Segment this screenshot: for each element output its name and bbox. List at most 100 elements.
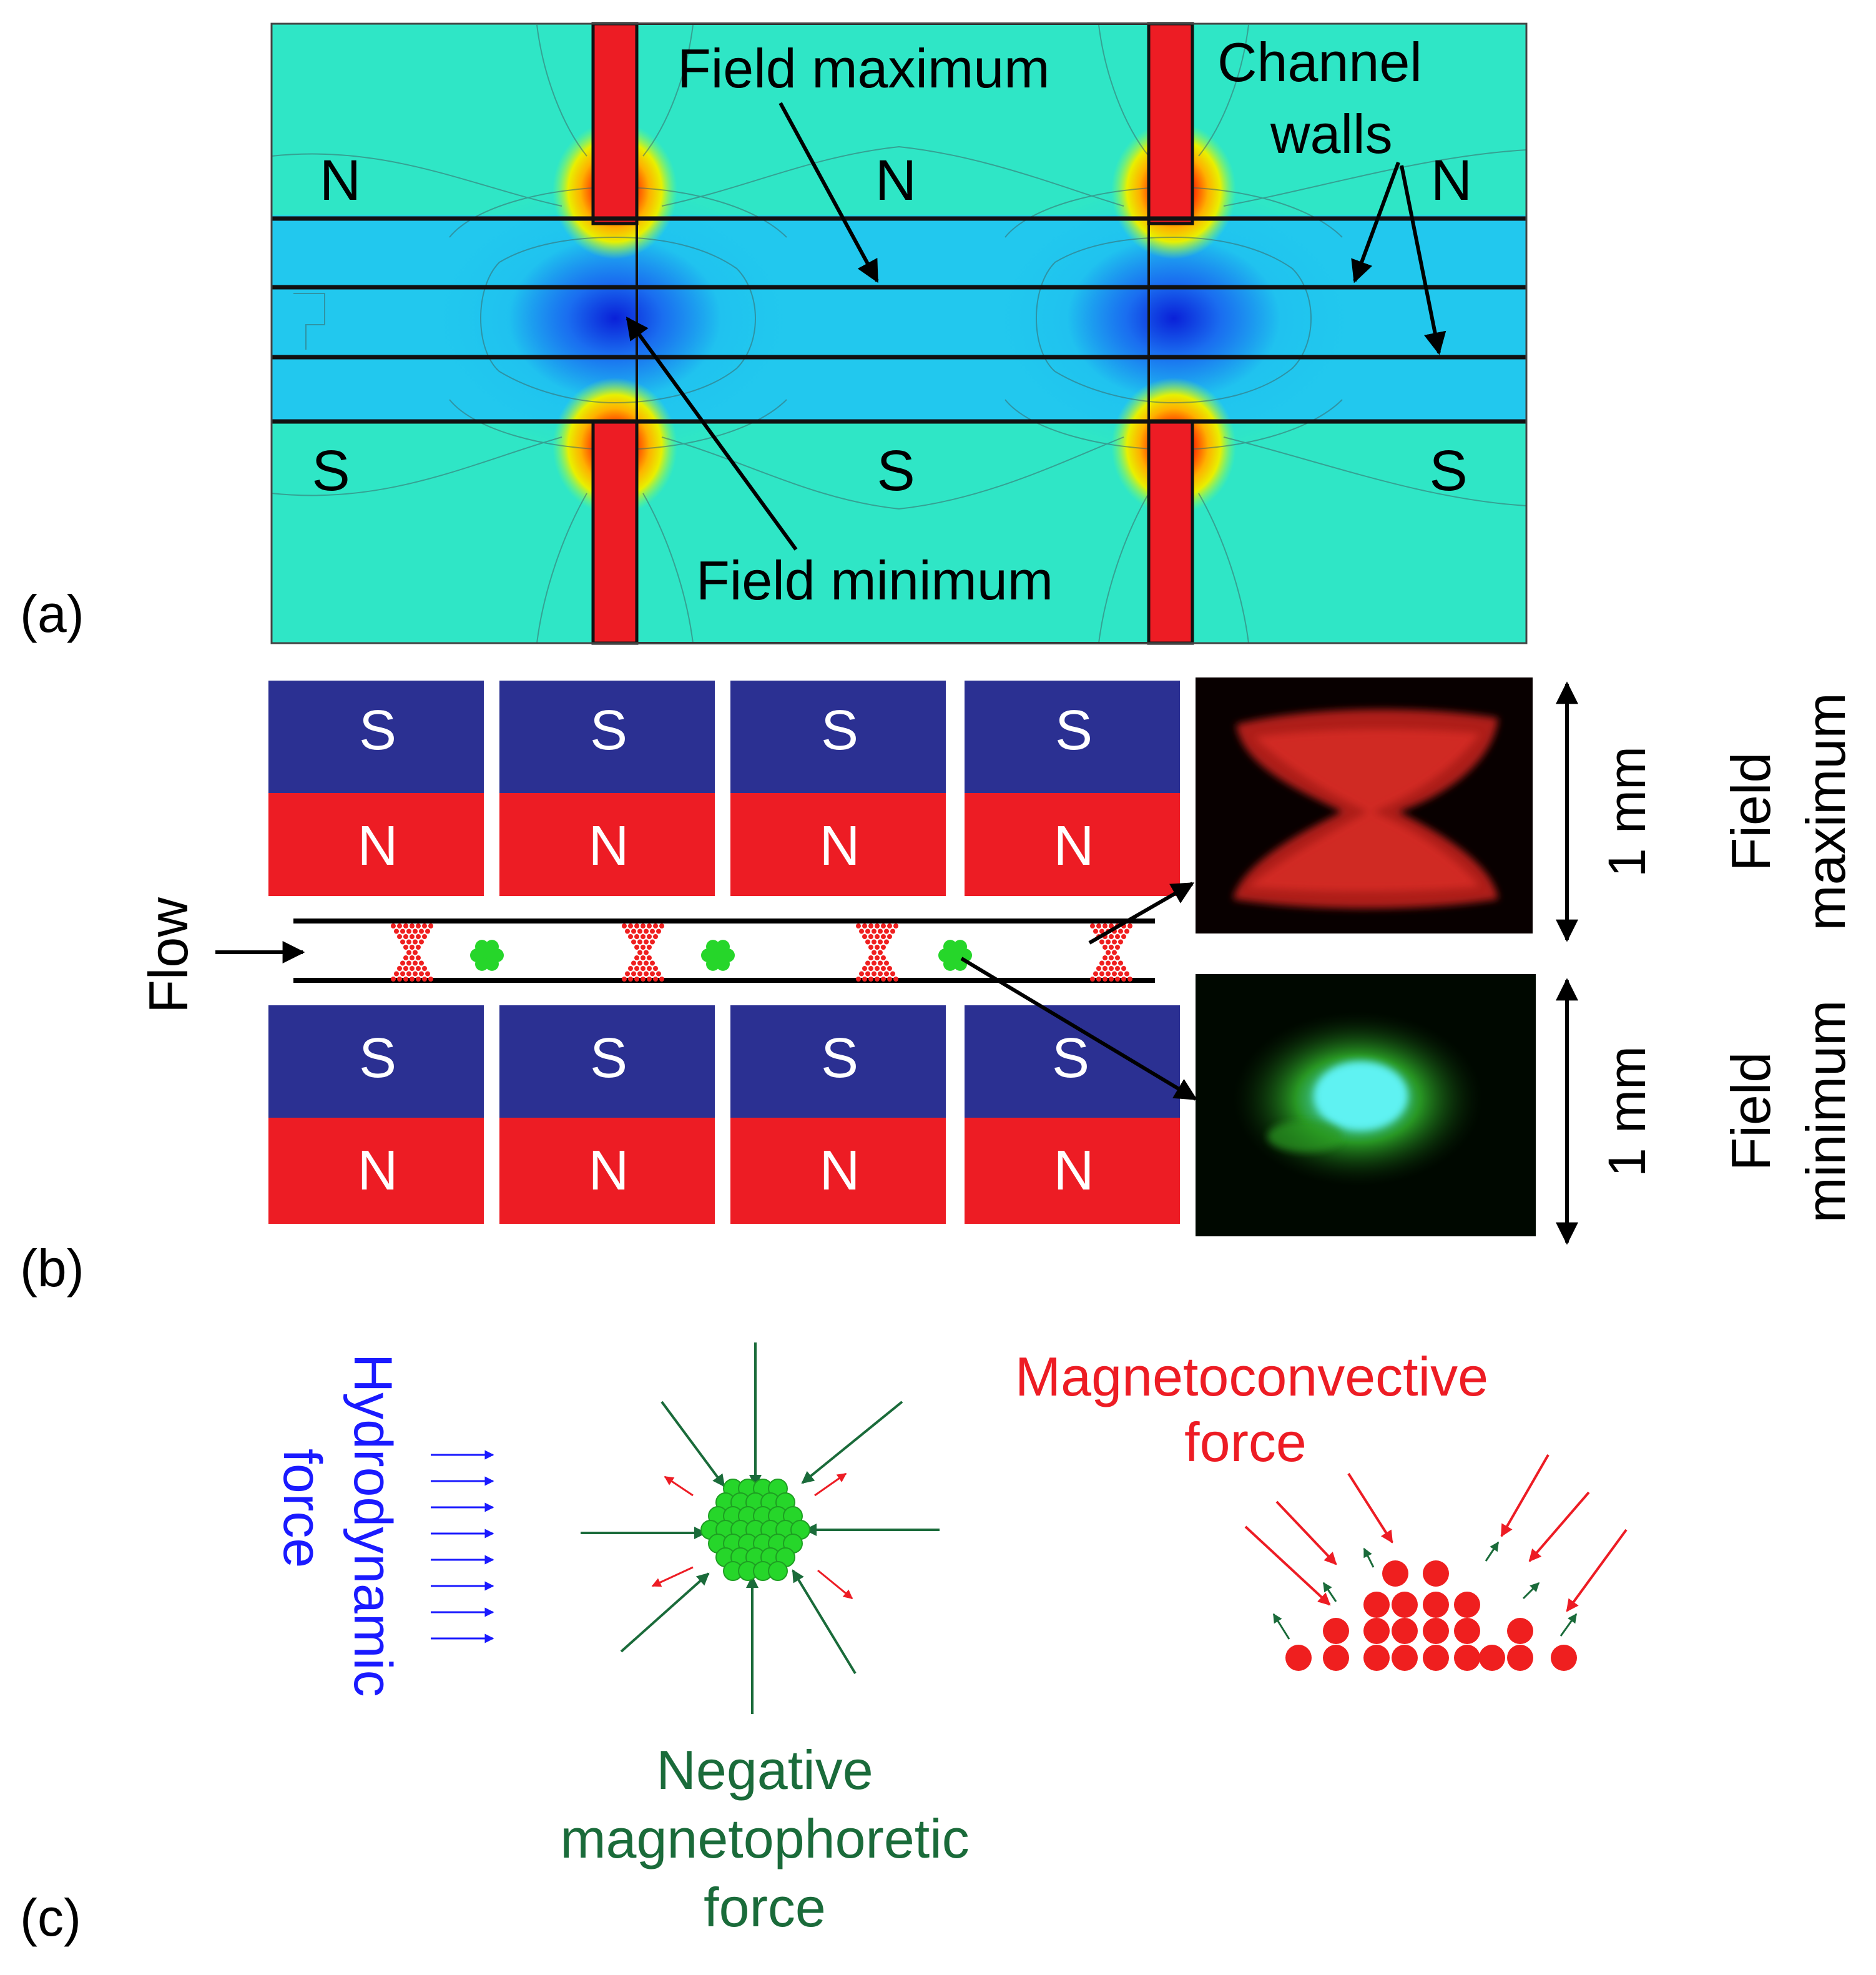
red-bead <box>878 928 883 934</box>
red-bead <box>416 955 421 960</box>
red-bead <box>397 977 402 982</box>
red-bead <box>400 928 405 934</box>
pole-label-n1: N <box>320 149 361 212</box>
red-bead <box>410 966 415 971</box>
outward-arrow <box>814 1472 847 1497</box>
magnet-label-n: N <box>358 1140 398 1202</box>
field-maximum-label: Field maximum <box>677 37 1050 99</box>
magnet-label-s: S <box>359 1027 396 1090</box>
red-bead <box>637 950 642 955</box>
red-bead <box>416 977 421 982</box>
green-bead-cluster <box>700 1479 810 1581</box>
red-bead <box>422 934 427 939</box>
red-bead <box>403 923 408 928</box>
red-bead <box>634 977 639 982</box>
red-bead <box>1103 955 1107 960</box>
panel-a-letter: (a) <box>20 584 84 643</box>
red-bead <box>884 939 889 945</box>
green-bead-clusters <box>470 940 972 971</box>
red-bead <box>868 934 873 939</box>
red-bead <box>400 960 405 966</box>
negative-force-arrow <box>801 1401 903 1484</box>
red-bead <box>644 950 649 955</box>
red-bead <box>413 950 418 955</box>
red-bead <box>659 923 664 928</box>
red-bead <box>1096 977 1101 982</box>
red-bead <box>634 923 639 928</box>
magnet-label-n: N <box>820 1140 860 1202</box>
red-bead <box>1392 1618 1418 1644</box>
red-bead <box>1423 1560 1449 1587</box>
small-green-arrows <box>1272 1541 1578 1640</box>
hydrodynamic-label: Hydrodynamic <box>343 1354 403 1697</box>
red-bead <box>419 939 424 945</box>
red-bead <box>647 955 652 960</box>
red-bead <box>631 971 636 977</box>
magnetoconvective-arrow <box>1566 1529 1628 1612</box>
magnet-label-s: S <box>359 699 396 762</box>
red-bead <box>868 966 873 971</box>
red-bead <box>1118 939 1123 945</box>
red-bead <box>893 977 898 982</box>
red-bead <box>653 966 658 971</box>
magnet-south <box>268 681 484 793</box>
red-bead <box>881 923 886 928</box>
red-bead <box>872 971 877 977</box>
pole-piece <box>591 420 639 645</box>
red-bead <box>1323 1645 1349 1671</box>
red-bead <box>1121 977 1126 982</box>
red-bead <box>887 966 892 971</box>
red-bead <box>887 934 892 939</box>
magnet-south <box>730 1005 946 1118</box>
negative-force-arrows <box>581 1342 940 1714</box>
magnet-north <box>268 1118 484 1224</box>
red-bead <box>1109 966 1114 971</box>
red-bead <box>881 966 886 971</box>
green-bead <box>953 940 967 954</box>
red-bead <box>890 928 895 934</box>
panel-c: Hydrodynamic force Negative magnetophore… <box>20 1342 1628 1947</box>
red-bead <box>865 971 870 977</box>
magnet-label-n: N <box>589 1140 629 1202</box>
red-bead <box>406 939 411 945</box>
red-bead <box>653 934 658 939</box>
red-bead <box>1112 960 1117 966</box>
negative-force-arrow <box>661 1401 725 1487</box>
field-minimum-spot-right <box>1068 237 1280 400</box>
field-minimum-label: Field minimum <box>696 549 1053 611</box>
red-bead <box>653 977 658 982</box>
red-bead <box>637 960 642 966</box>
red-bead <box>634 934 639 939</box>
red-bead <box>890 971 895 977</box>
green-bead <box>716 957 730 971</box>
magnet-label-n: N <box>589 815 629 877</box>
panel-b-letter: (b) <box>20 1239 84 1298</box>
red-bead <box>641 977 646 982</box>
red-bead <box>1112 950 1117 955</box>
red-bead <box>650 960 655 966</box>
red-bead <box>1127 923 1132 928</box>
red-bead <box>884 971 889 977</box>
red-bead <box>631 960 636 966</box>
red-bead <box>631 939 636 945</box>
red-bead <box>628 966 633 971</box>
red-bead <box>887 977 892 982</box>
magnet-north <box>499 793 715 896</box>
outward-arrow <box>651 1566 694 1587</box>
red-bead <box>647 934 652 939</box>
red-bead <box>878 971 883 977</box>
red-bead <box>1115 945 1120 950</box>
red-bead <box>422 923 427 928</box>
red-bead <box>637 939 642 945</box>
red-bead <box>647 977 652 982</box>
red-bead <box>419 960 424 966</box>
red-bead <box>1423 1592 1449 1618</box>
red-bead <box>400 971 405 977</box>
red-bead <box>394 928 399 934</box>
red-bead-clusters <box>391 923 1132 982</box>
red-bead <box>1118 971 1123 977</box>
red-bead <box>1392 1645 1418 1671</box>
magnet-label-n: N <box>1054 815 1094 877</box>
red-bead <box>1121 966 1126 971</box>
